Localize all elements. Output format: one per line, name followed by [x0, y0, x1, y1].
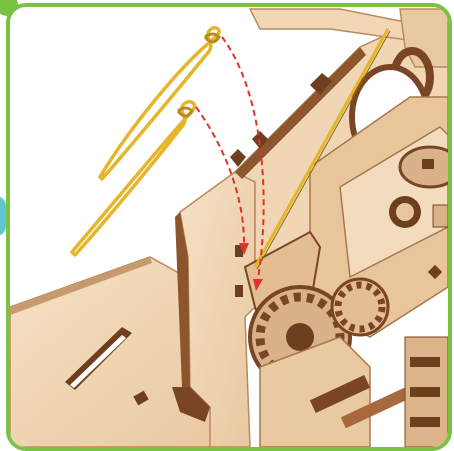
- side-panel: [172, 172, 255, 447]
- illustration-frame: [6, 3, 452, 451]
- top-gear: [400, 147, 448, 187]
- panel-hole-lower: [235, 285, 243, 297]
- assembly-illustration: [10, 7, 448, 447]
